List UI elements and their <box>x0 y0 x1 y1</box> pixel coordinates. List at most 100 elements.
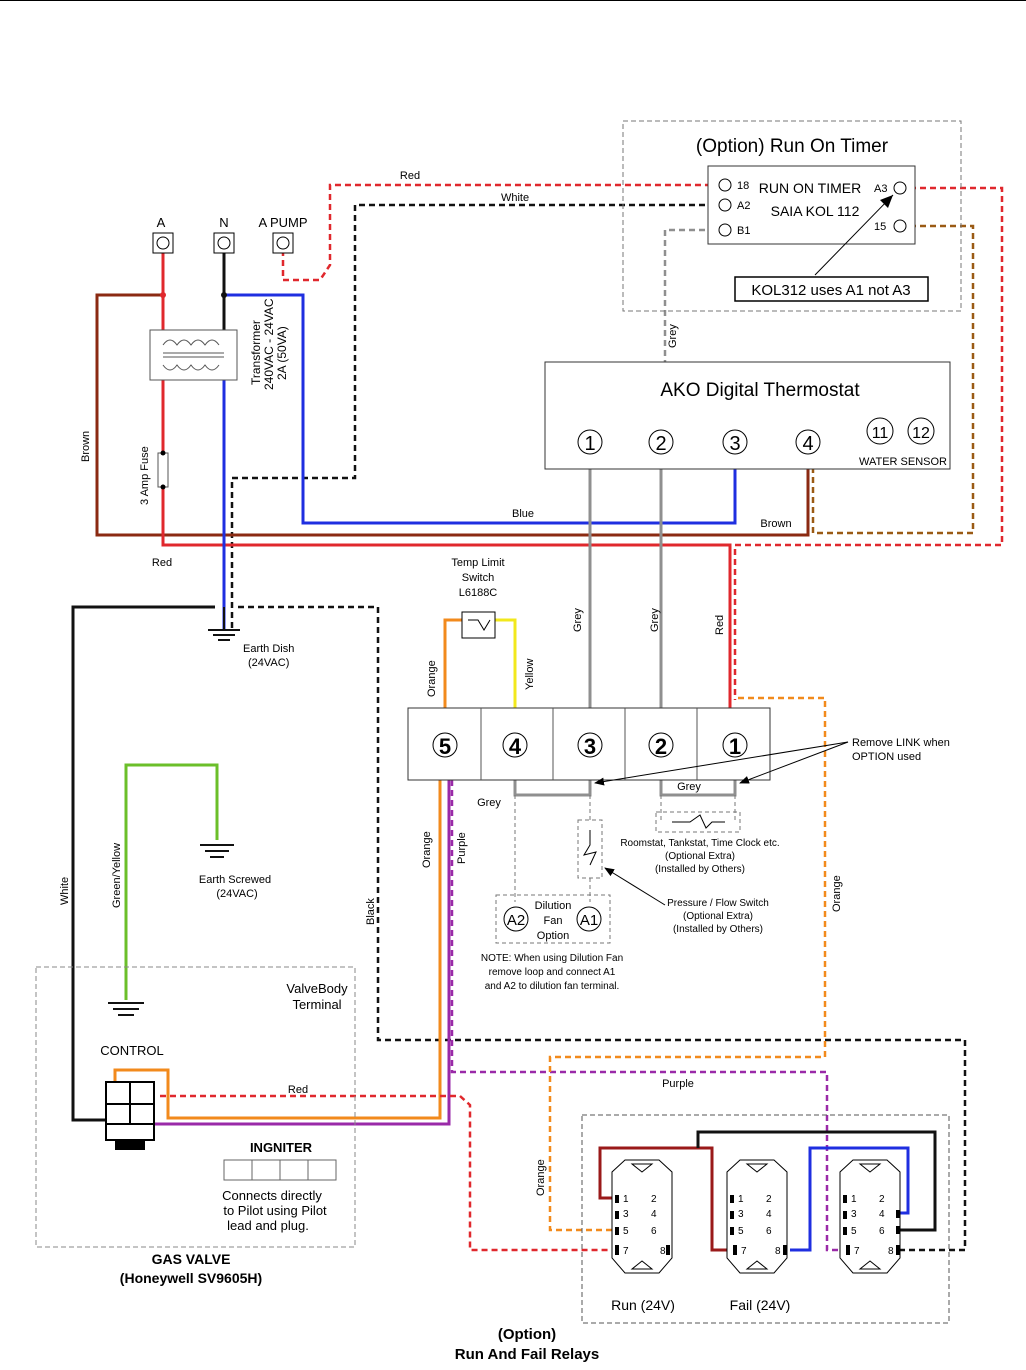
thermostat-title: AKO Digital Thermostat <box>660 380 860 401</box>
roomstat-label-1: Roomstat, Tankstat, Time Clock etc. <box>620 838 779 849</box>
run-pin-7: 7 <box>623 1246 629 1257</box>
pressure-label-3: (Installed by Others) <box>673 924 763 935</box>
relay-fail-label: Fail (24V) <box>730 1297 791 1313</box>
wire-black-dashed-earth <box>238 605 967 1252</box>
remove-link-label-2: OPTION used <box>852 751 921 763</box>
dilution-a2: A2 <box>507 912 525 929</box>
dilution-label-1: Dilution <box>535 900 572 912</box>
roomstat-option: Roomstat, Tankstat, Time Clock etc. (Opt… <box>620 795 780 875</box>
thermostat-terminal-1: 1 <box>584 433 595 455</box>
igniter-label: INGNITER <box>250 1140 313 1155</box>
thermostat-terminal-2: 2 <box>655 433 666 455</box>
dilution-note-2: remove loop and connect A1 <box>489 967 616 978</box>
label-grey-timer: Grey <box>667 324 679 348</box>
label-white-top: White <box>501 192 529 204</box>
earth-screwed: Earth Screwed (24VAC) <box>199 844 271 900</box>
pin-18: 18 <box>737 180 749 192</box>
relays-title-1: (Option) <box>498 1326 556 1343</box>
timer-name: RUN ON TIMER <box>759 180 861 196</box>
pin-b1: B1 <box>737 225 750 237</box>
transformer-label-1: Transformer <box>249 320 263 385</box>
third-pin-1: 1 <box>851 1194 857 1205</box>
timer-model: SAIA KOL 112 <box>771 203 860 219</box>
wire-red-dashed-valve <box>160 1094 615 1252</box>
third-pin-7: 7 <box>854 1246 860 1257</box>
transformer-label-2: 240VAC - 24VAC <box>262 298 276 390</box>
timer-title: (Option) Run On Timer <box>696 136 889 157</box>
wire-blue-relay <box>790 1146 910 1252</box>
terminal-block: 5 4 3 2 1 <box>407 707 771 781</box>
dilution-a1: A1 <box>580 912 598 929</box>
fail-pin-5: 5 <box>738 1226 744 1237</box>
fail-pin-4: 4 <box>766 1209 772 1220</box>
fail-pin-3: 3 <box>738 1209 744 1220</box>
block-terminal-3: 3 <box>584 734 596 759</box>
label-grey-1: Grey <box>572 608 584 632</box>
igniter-note-1: Connects directly <box>222 1188 322 1203</box>
roomstat-label-3: (Installed by Others) <box>655 864 745 875</box>
label-red-right: Red <box>714 615 726 635</box>
block-terminal-5: 5 <box>439 734 451 759</box>
fail-pin-7: 7 <box>741 1246 747 1257</box>
label-orange-right: Orange <box>831 875 843 912</box>
fail-pin-2: 2 <box>766 1194 772 1205</box>
remove-link-note: Remove LINK when OPTION used <box>594 737 950 786</box>
dilution-note-3: and A2 to dilution fan terminal. <box>485 981 620 992</box>
third-pin-2: 2 <box>879 1194 885 1205</box>
relay-third <box>839 1159 901 1274</box>
sensor-terminal-11: 11 <box>872 425 889 442</box>
wire-red-dashed-pump <box>281 183 715 282</box>
sensor-terminal-12: 12 <box>912 425 930 442</box>
thermostat-terminal-3: 3 <box>729 433 740 455</box>
third-pin-4: 4 <box>879 1209 885 1220</box>
water-sensor-label: WATER SENSOR <box>859 456 947 468</box>
label-green-yellow: Green/Yellow <box>111 843 123 908</box>
pin-a3: A3 <box>874 183 887 195</box>
run-pin-6: 6 <box>651 1226 657 1237</box>
igniter-note-3: lead and plug. <box>227 1218 309 1233</box>
label-grey-link-2: Grey <box>677 781 701 793</box>
wire-grey-dashed-b1 <box>663 228 715 425</box>
earth-screwed-label-1: Earth Screwed <box>199 874 271 886</box>
wire-labels: Red White Grey Brown Blue Brown Red Grey… <box>59 170 843 1196</box>
label-purple-bottom: Purple <box>662 1078 694 1090</box>
wires <box>71 183 1004 1252</box>
label-grey-link: Grey <box>477 797 501 809</box>
pressure-switch: Pressure / Flow Switch (Optional Extra) … <box>514 795 769 935</box>
relay-pin-markers <box>615 1195 900 1255</box>
dilution-note-1: NOTE: When using Dilution Fan <box>481 953 623 964</box>
temp-limit-switch: Temp Limit Switch L6188C <box>451 557 505 639</box>
pressure-label-2: (Optional Extra) <box>683 911 753 922</box>
remove-link-label-1: Remove LINK when <box>852 737 950 749</box>
relay-fail <box>726 1159 788 1274</box>
label-yellow: Yellow <box>524 659 536 690</box>
valve-terminal-label-1: ValveBody <box>286 981 348 996</box>
temp-limit-label-2: Switch <box>462 572 494 584</box>
block-terminal-4: 4 <box>509 734 522 759</box>
temp-limit-label-3: L6188C <box>459 587 498 599</box>
label-blue: Blue <box>512 508 534 520</box>
block-terminal-2: 2 <box>655 734 667 759</box>
gas-valve-title-1: GAS VALVE <box>152 1251 231 1267</box>
valve-terminal-label-2: Terminal <box>292 997 341 1012</box>
igniter-note-2: to Pilot using Pilot <box>223 1203 327 1218</box>
temp-limit-label-1: Temp Limit <box>451 557 504 569</box>
relay-pin-labels: 1 2 3 4 5 6 7 8 1 2 3 4 5 6 7 8 1 2 3 4 … <box>623 1194 894 1257</box>
wire-red-dashed-a3 <box>733 186 1004 700</box>
wire-blue <box>224 293 737 525</box>
option-timer-box: (Option) Run On Timer RUN ON TIMER SAIA … <box>622 120 962 312</box>
fail-pin-8: 8 <box>775 1246 781 1257</box>
pin-a2: A2 <box>737 200 750 212</box>
earth-dish: Earth Dish (24VAC) <box>208 607 294 669</box>
wire-orange-valve <box>113 760 442 1120</box>
relays-title-2: Run And Fail Relays <box>455 1346 599 1363</box>
relay-run <box>611 1159 673 1274</box>
dilution-label-3: Option <box>537 930 569 942</box>
wire-green-yellow <box>124 763 219 1000</box>
wire-brown-loop <box>95 293 810 537</box>
label-red-left: Red <box>152 557 172 569</box>
transformer: Transformer 240VAC - 24VAC 2A (50VA) <box>149 298 289 390</box>
control-block <box>105 1081 155 1150</box>
relays-box: 1 2 3 4 5 6 7 8 1 2 3 4 5 6 7 8 1 2 3 4 … <box>455 1114 950 1363</box>
